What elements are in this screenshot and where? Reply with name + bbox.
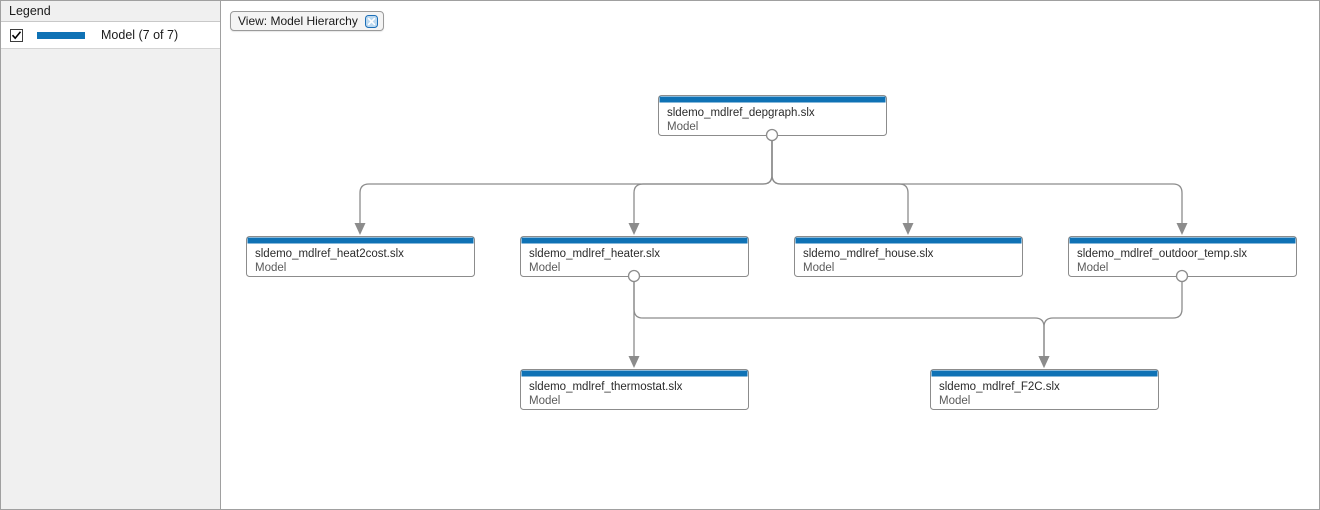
- graph-edge: [633, 135, 773, 223]
- node-subtitle: Model: [529, 262, 560, 274]
- node-type-bar: [521, 370, 748, 377]
- graph-edges: [354, 135, 1188, 368]
- node-box: [246, 236, 475, 277]
- node-title: sldemo_mdlref_F2C.slx: [939, 381, 1060, 393]
- node-type-bar: [931, 370, 1158, 377]
- node-output-port[interactable]: [627, 269, 641, 283]
- graph-edge-arrowhead: [628, 223, 640, 235]
- close-circle-icon[interactable]: [364, 14, 378, 28]
- graph-edge-arrowhead: [628, 356, 640, 368]
- graph-edge: [771, 135, 909, 223]
- graph-canvas[interactable]: View: Model Hierarchy sldemo_mdlref_depg…: [222, 1, 1320, 510]
- graph-edge: [633, 276, 1045, 356]
- graph-edge: [359, 135, 773, 223]
- graph-edge-arrowhead: [1038, 356, 1050, 368]
- node-subtitle: Model: [939, 395, 970, 407]
- graph-edge-arrowhead: [1176, 223, 1188, 235]
- legend-header: Legend: [1, 1, 220, 22]
- graph-edge-arrowhead: [354, 223, 366, 235]
- graph-edge: [771, 135, 1183, 223]
- node-output-port[interactable]: [765, 128, 779, 142]
- node-type-bar: [659, 96, 886, 103]
- view-filter-chip[interactable]: View: Model Hierarchy: [230, 11, 384, 31]
- legend-item-model[interactable]: Model (7 of 7): [1, 22, 220, 48]
- hierarchy-graph[interactable]: sldemo_mdlref_depgraph.slxModelsldemo_md…: [222, 1, 1320, 510]
- node-title: sldemo_mdlref_heat2cost.slx: [255, 248, 404, 260]
- graph-nodes: sldemo_mdlref_depgraph.slxModelsldemo_md…: [246, 95, 1297, 410]
- node-subtitle: Model: [529, 395, 560, 407]
- legend-empty-area: [1, 49, 220, 509]
- node-title: sldemo_mdlref_house.slx: [803, 248, 934, 260]
- node-box: [794, 236, 1023, 277]
- graph-edge-arrowhead: [902, 223, 914, 235]
- node-output-port[interactable]: [1175, 269, 1189, 283]
- node-type-bar: [1069, 237, 1296, 244]
- node-box: [930, 369, 1159, 410]
- node-box: [520, 369, 749, 410]
- legend-panel: Legend Model (7 of 7): [1, 1, 221, 509]
- node-title: sldemo_mdlref_thermostat.slx: [529, 381, 683, 393]
- legend-color-swatch-model: [37, 31, 85, 39]
- node-subtitle: Model: [1077, 262, 1108, 274]
- node-title: sldemo_mdlref_heater.slx: [529, 248, 660, 260]
- node-subtitle: Model: [803, 262, 834, 274]
- node-subtitle: Model: [667, 121, 698, 133]
- node-type-bar: [247, 237, 474, 244]
- node-subtitle: Model: [255, 262, 286, 274]
- legend-item-label: Model (7 of 7): [101, 28, 179, 42]
- legend-checkbox-model[interactable]: [10, 28, 23, 42]
- node-type-bar: [795, 237, 1022, 244]
- graph-edge: [1043, 276, 1183, 356]
- view-filter-chip-label: View: Model Hierarchy: [238, 14, 358, 28]
- legend-list: Model (7 of 7): [1, 22, 220, 49]
- node-title: sldemo_mdlref_depgraph.slx: [667, 107, 815, 119]
- node-type-bar: [521, 237, 748, 244]
- node-title: sldemo_mdlref_outdoor_temp.slx: [1077, 248, 1247, 260]
